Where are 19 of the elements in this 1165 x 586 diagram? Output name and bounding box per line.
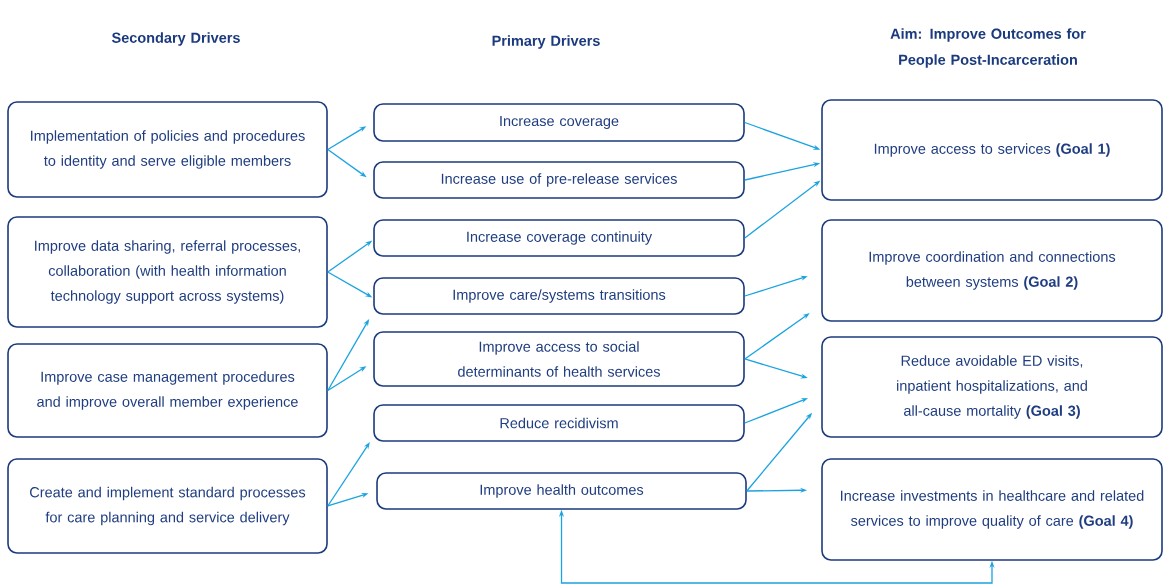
process-box: Increase coverage continuity bbox=[373, 219, 745, 257]
process-box: Improve case management procedures and improve overall member experience bbox=[7, 343, 328, 438]
process-box: Increase investments in healthcare and related services to improve quality of care (Goal 4) bbox=[821, 458, 1163, 561]
process-box: Reduce avoidable ED visits, inpatient hospitalizations, and all-cause mortality (Goal 3) bbox=[821, 336, 1163, 438]
process-box: Improve coordination and connections between systems (Goal 2) bbox=[821, 219, 1163, 322]
process-box: Improve data sharing, referral processes, collaboration (with health information technology support across systems) bbox=[7, 216, 328, 328]
arrow bbox=[327, 442, 370, 507]
process-box: Create and implement standard processes for care planning and service delivery bbox=[7, 458, 328, 554]
process-box: Improve care/systems transitions bbox=[373, 277, 745, 315]
column-heading: Aim: Improve Outcomes for People Post-Incarceration bbox=[890, 28, 1086, 68]
column-heading: Primary Drivers bbox=[492, 35, 600, 49]
process-box: Improve access to social determinants of health services bbox=[373, 331, 745, 387]
process-box: Reduce recidivism bbox=[373, 404, 745, 442]
column-heading: Secondary Drivers bbox=[111, 32, 240, 46]
process-box: Improve health outcomes bbox=[376, 472, 747, 510]
process-box: Implementation of policies and procedures to identity and serve eligible members bbox=[7, 101, 328, 198]
process-box: Increase use of pre-release services bbox=[373, 161, 745, 199]
process-box: Increase coverage bbox=[373, 103, 745, 142]
process-box: Improve access to services (Goal 1) bbox=[821, 99, 1163, 201]
